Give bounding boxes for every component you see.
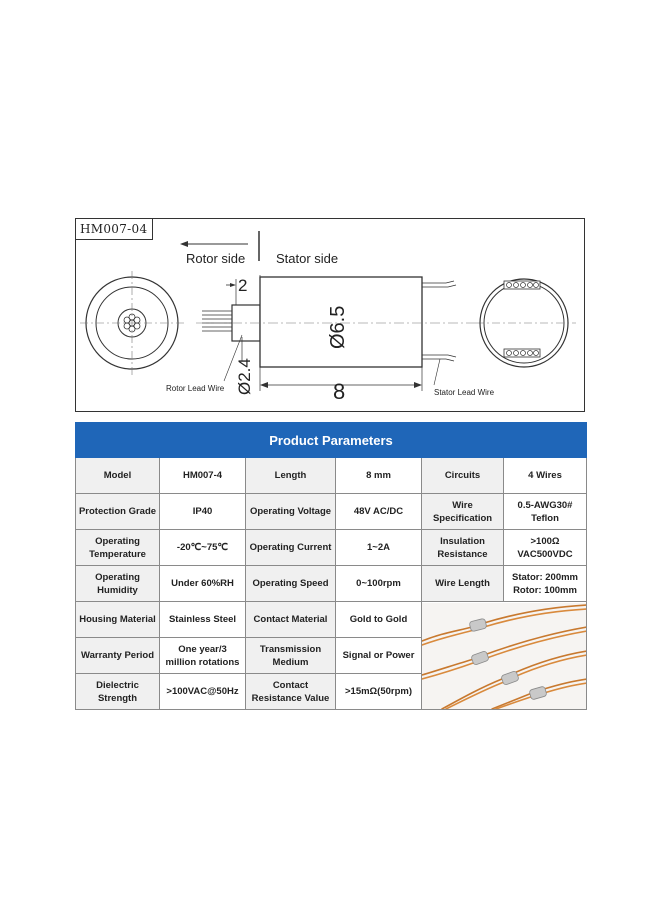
stator-end-view	[476, 278, 576, 368]
table-row: Dielectric Strength >100VAC@50Hz Contact…	[75, 673, 587, 710]
cell-label: Operating Speed	[245, 565, 336, 602]
cell-value: Stator: 200mm Rotor: 100mm	[503, 565, 587, 602]
slip-ring-photo	[422, 602, 586, 709]
cell-label: Length	[245, 457, 336, 494]
cell-label: Housing Material	[75, 601, 160, 638]
cell-label: Insulation Resistance	[421, 529, 504, 566]
cell-label: Protection Grade	[75, 493, 160, 530]
cell-label: Model	[75, 457, 160, 494]
cell-label: Wire Length	[421, 565, 504, 602]
table-title: Product Parameters	[75, 422, 587, 458]
rotor-side-label: Rotor side	[186, 251, 245, 266]
dim-8-label: 8	[333, 379, 345, 404]
cell-label: Warranty Period	[75, 637, 160, 674]
product-parameters-table: Product Parameters Model HM007-4 Length …	[75, 422, 587, 710]
rotor-lead-wire-label: Rotor Lead Wire	[166, 384, 225, 393]
table-row: Protection Grade IP40 Operating Voltage …	[75, 493, 587, 530]
cell-label: Operating Temperature	[75, 529, 160, 566]
table-row: Operating Humidity Under 60%RH Operating…	[75, 565, 587, 602]
cell-value: 0~100rpm	[335, 565, 422, 602]
cell-value: -20℃~75℃	[159, 529, 246, 566]
rotor-end-view	[80, 271, 184, 375]
cell-value: HM007-4	[159, 457, 246, 494]
cell-value: IP40	[159, 493, 246, 530]
cell-value: 1~2A	[335, 529, 422, 566]
cell-value: Under 60%RH	[159, 565, 246, 602]
cell-label: Contact Resistance Value	[245, 673, 336, 710]
stator-side-label: Stator side	[276, 251, 338, 266]
cell-value: >15mΩ(50rpm)	[335, 673, 422, 710]
cell-value: One year/3 million rotations	[159, 637, 246, 674]
cell-value: Stainless Steel	[159, 601, 246, 638]
cell-label: Wire Specification	[421, 493, 504, 530]
table-row: Model HM007-4 Length 8 mm Circuits 4 Wir…	[75, 457, 587, 494]
dim-65-label: Ø6.5	[327, 306, 349, 349]
cell-value: 48V AC/DC	[335, 493, 422, 530]
cell-label: Operating Humidity	[75, 565, 160, 602]
cell-value: >100Ω VAC500VDC	[503, 529, 587, 566]
dimension-drawing: Rotor side Stator side 2 Ø2.4 Ø6.5 8	[80, 231, 576, 404]
cell-value: Gold to Gold	[335, 601, 422, 638]
cell-label: Circuits	[421, 457, 504, 494]
cell-label: Operating Current	[245, 529, 336, 566]
dim-2-label: 2	[238, 276, 247, 295]
model-tag: HM007-04	[76, 219, 153, 240]
cell-label: Operating Voltage	[245, 493, 336, 530]
stator-lead-wire-label: Stator Lead Wire	[434, 388, 495, 397]
product-photo	[421, 601, 587, 710]
cell-value: 4 Wires	[503, 457, 587, 494]
table-row: Operating Temperature -20℃~75℃ Operating…	[75, 529, 587, 566]
cell-value: 0.5-AWG30# Teflon	[503, 493, 587, 530]
table-row: Housing Material Stainless Steel Contact…	[75, 601, 587, 710]
cell-value: 8 mm	[335, 457, 422, 494]
technical-drawing: HM007-04 Rotor side Stator side	[75, 218, 585, 412]
cell-value: Signal or Power	[335, 637, 422, 674]
dim-24-label: Ø2.4	[235, 358, 254, 395]
cell-label: Contact Material	[245, 601, 336, 638]
cell-value: >100VAC@50Hz	[159, 673, 246, 710]
cell-label: Dielectric Strength	[75, 673, 160, 710]
table-row: Warranty Period One year/3 million rotat…	[75, 637, 587, 674]
cell-label: Transmission Medium	[245, 637, 336, 674]
